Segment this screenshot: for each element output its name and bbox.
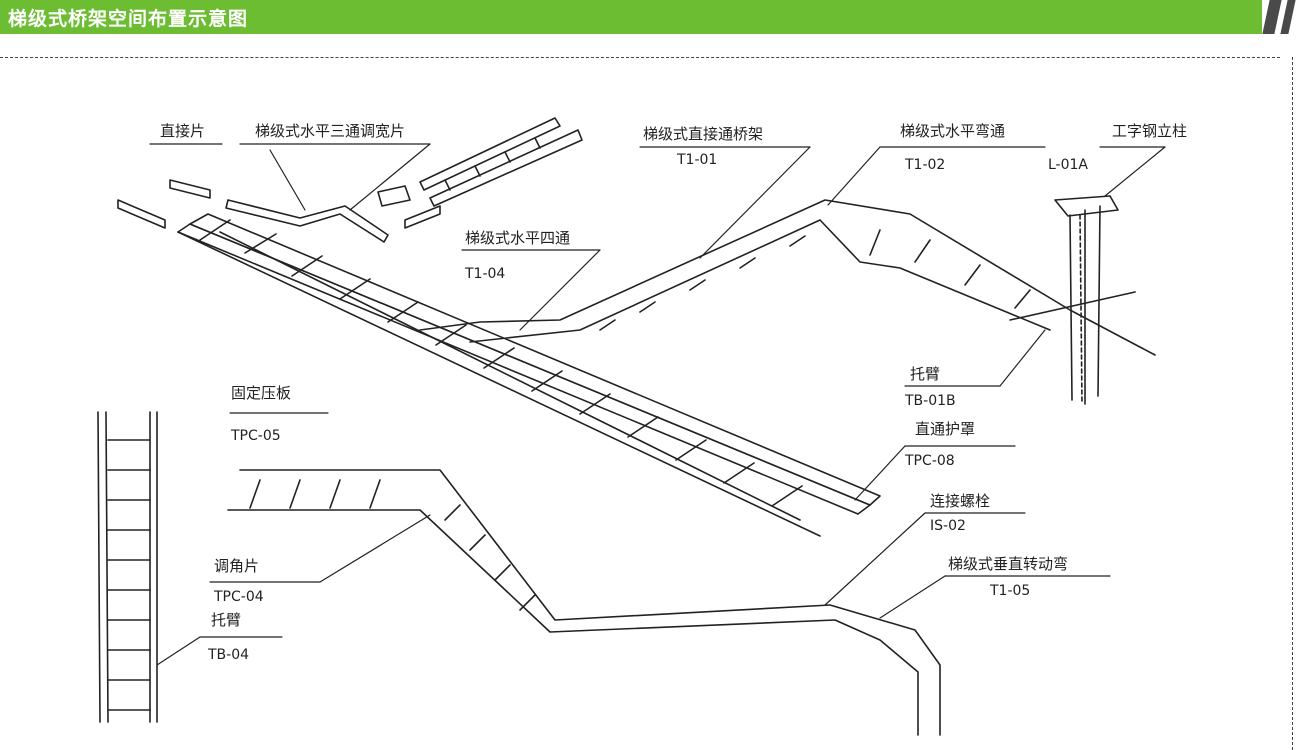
header-bar: 梯级式桥架空间布置示意图 (0, 0, 1262, 34)
label-straight-cover-code: TPC-08 (905, 453, 955, 469)
label-bracket-arm: 托臂 (910, 365, 941, 383)
upper-branch-tray (419, 199, 1156, 356)
label-tee-adjust: 梯级式水平三通调宽片 (255, 122, 406, 140)
label-straight-tray: 梯级式直接通桥架 (643, 125, 764, 143)
label-straight-piece: 直接片 (160, 122, 206, 140)
label-four-way: 梯级式水平四通 (465, 229, 571, 247)
label-connect-bolt: 连接螺栓 (930, 492, 991, 510)
label-vertical-bend: 梯级式垂直转动弯 (948, 555, 1069, 573)
dashed-divider (0, 57, 1280, 58)
label-horiz-bend: 梯级式水平弯通 (900, 122, 1006, 140)
label-i-column-code: L-01A (1048, 157, 1088, 173)
label-i-column: 工字钢立柱 (1112, 122, 1188, 140)
label-angle-piece-code: TPC-04 (214, 589, 264, 605)
leader-lines (149, 143, 1166, 666)
label-bracket-arm-2-code: TB-04 (208, 647, 250, 663)
label-fixing-plate: 固定压板 (231, 384, 292, 402)
label-angle-piece: 调角片 (214, 557, 260, 575)
page-title: 梯级式桥架空间布置示意图 (8, 8, 249, 30)
label-fixing-plate-code: TPC-05 (231, 428, 281, 444)
dashed-border-right (1292, 57, 1293, 750)
label-four-way-code: T1-04 (465, 266, 506, 282)
lower-tray (227, 469, 941, 736)
label-straight-cover: 直通护罩 (915, 420, 976, 438)
label-bracket-arm-code: TB-01B (905, 393, 956, 409)
main-diagonal-tray (177, 213, 881, 537)
label-connect-bolt-code: IS-02 (930, 518, 966, 534)
i-beam-column (1054, 195, 1119, 405)
label-straight-tray-code: T1-01 (677, 152, 718, 168)
upper-left-pieces (117, 117, 583, 243)
label-vertical-bend-code: T1-05 (990, 583, 1031, 599)
vertical-ladder (97, 411, 158, 723)
label-bracket-arm-2: 托臂 (211, 611, 242, 629)
label-horiz-bend-code: T1-02 (905, 157, 946, 173)
